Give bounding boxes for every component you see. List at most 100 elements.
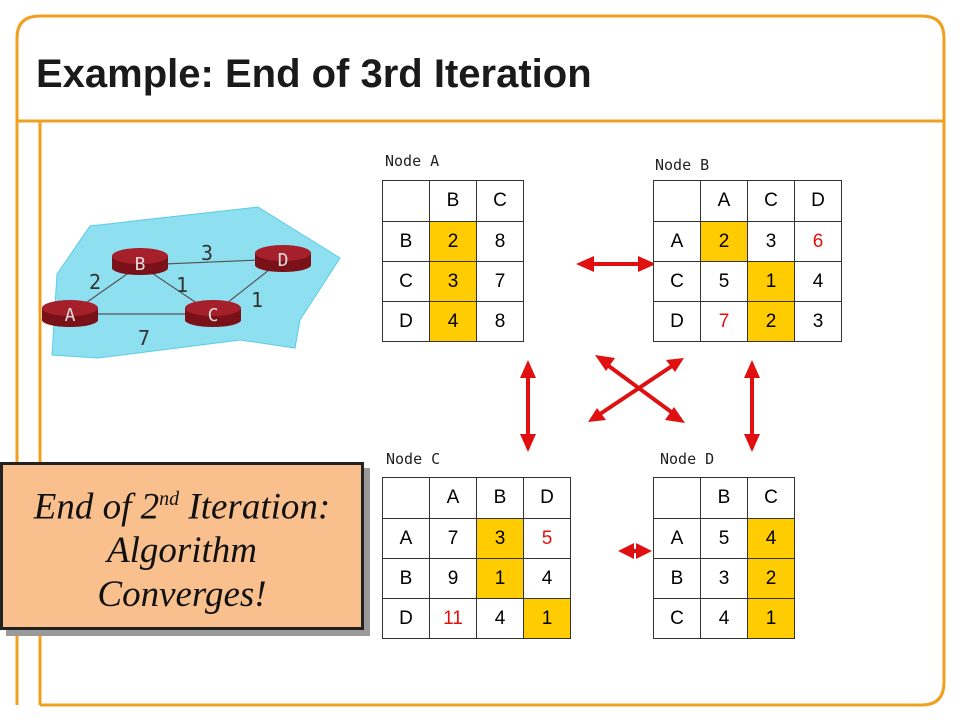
slide-border <box>15 14 946 707</box>
row-header: D <box>382 598 430 639</box>
row-header: C <box>653 598 701 639</box>
cost-cell: 3 <box>700 558 748 599</box>
node-b-label: Node B <box>655 156 710 174</box>
column-header: B <box>429 180 477 222</box>
cost-cell: 4 <box>747 518 795 559</box>
cost-cell: 2 <box>429 221 477 262</box>
convergence-callout: End of 2nd Iteration: Algorithm Converge… <box>0 462 364 630</box>
edge-label-b-c: 1 <box>176 273 188 297</box>
cost-cell: 4 <box>429 301 477 342</box>
cost-cell: 2 <box>747 301 795 342</box>
column-header: A <box>429 477 477 519</box>
cost-cell: 8 <box>476 301 524 342</box>
router-b: B <box>112 248 168 275</box>
node-c-label: Node C <box>386 450 441 468</box>
network-diagram: 2 3 1 1 7 B D A C <box>42 206 341 359</box>
row-header: C <box>382 261 430 302</box>
cost-cell: 5 <box>523 518 571 559</box>
arrow-a-b <box>576 256 656 272</box>
row-header: D <box>382 301 430 342</box>
row-header: B <box>382 558 430 599</box>
router-d: D <box>255 245 311 272</box>
arrow-c-d <box>618 543 652 559</box>
column-header: C <box>747 477 795 519</box>
cost-cell: 4 <box>523 558 571 599</box>
router-label-d: D <box>278 250 289 271</box>
cost-cell: 1 <box>476 558 524 599</box>
router-a: A <box>42 300 98 327</box>
cost-cell: 5 <box>700 261 748 302</box>
row-header: A <box>653 518 701 559</box>
column-header: D <box>794 180 842 222</box>
node-d-label: Node D <box>660 450 715 468</box>
edge-label-a-c: 7 <box>138 326 150 350</box>
router-label-b: B <box>135 254 146 275</box>
column-header: C <box>476 180 524 222</box>
arrow-a-c <box>520 360 536 452</box>
cost-cell: 3 <box>476 518 524 559</box>
column-header: A <box>700 180 748 222</box>
cost-cell: 1 <box>747 261 795 302</box>
callout-line2: Algorithm <box>106 530 258 572</box>
network-area <box>51 206 341 359</box>
cost-cell: 2 <box>700 221 748 262</box>
cost-cell: 2 <box>747 558 795 599</box>
column-header: C <box>747 180 795 222</box>
cost-cell: 7 <box>429 518 477 559</box>
edge-label-b-d: 3 <box>201 241 213 265</box>
router-c: C <box>185 300 241 327</box>
table-corner-cell <box>653 180 701 222</box>
column-header: D <box>523 477 571 519</box>
cost-cell: 3 <box>794 301 842 342</box>
cost-cell: 5 <box>700 518 748 559</box>
row-header: A <box>653 221 701 262</box>
edge-label-a-b: 2 <box>89 270 101 294</box>
cost-cell: 1 <box>747 598 795 639</box>
cost-cell: 11 <box>429 598 477 639</box>
node-a-label: Node A <box>385 152 440 170</box>
row-header: C <box>653 261 701 302</box>
table-corner-cell <box>382 477 430 519</box>
row-header: B <box>382 221 430 262</box>
cost-cell: 8 <box>476 221 524 262</box>
callout-line1-sup: nd <box>159 488 180 510</box>
callout-line1-suffix: Iteration: <box>179 486 331 528</box>
cost-cell: 7 <box>700 301 748 342</box>
arrow-b-d <box>744 360 760 452</box>
cost-cell: 3 <box>429 261 477 302</box>
router-label-a: A <box>65 305 76 326</box>
column-header: B <box>476 477 524 519</box>
arrow-b-c <box>588 358 684 422</box>
slide-title: Example: End of 3rd Iteration <box>36 52 592 96</box>
cost-cell: 4 <box>794 261 842 302</box>
row-header: B <box>653 558 701 599</box>
cost-cell: 6 <box>794 221 842 262</box>
cost-cell: 4 <box>700 598 748 639</box>
callout-line1-prefix: End of 2 <box>33 486 160 528</box>
cost-cell: 9 <box>429 558 477 599</box>
edge-label-c-d: 1 <box>251 288 263 312</box>
row-header: A <box>382 518 430 559</box>
column-header: B <box>700 477 748 519</box>
table-corner-cell <box>382 180 430 222</box>
table-corner-cell <box>653 477 701 519</box>
cost-cell: 1 <box>523 598 571 639</box>
callout-line3: Converges! <box>97 574 267 616</box>
cost-cell: 7 <box>476 261 524 302</box>
